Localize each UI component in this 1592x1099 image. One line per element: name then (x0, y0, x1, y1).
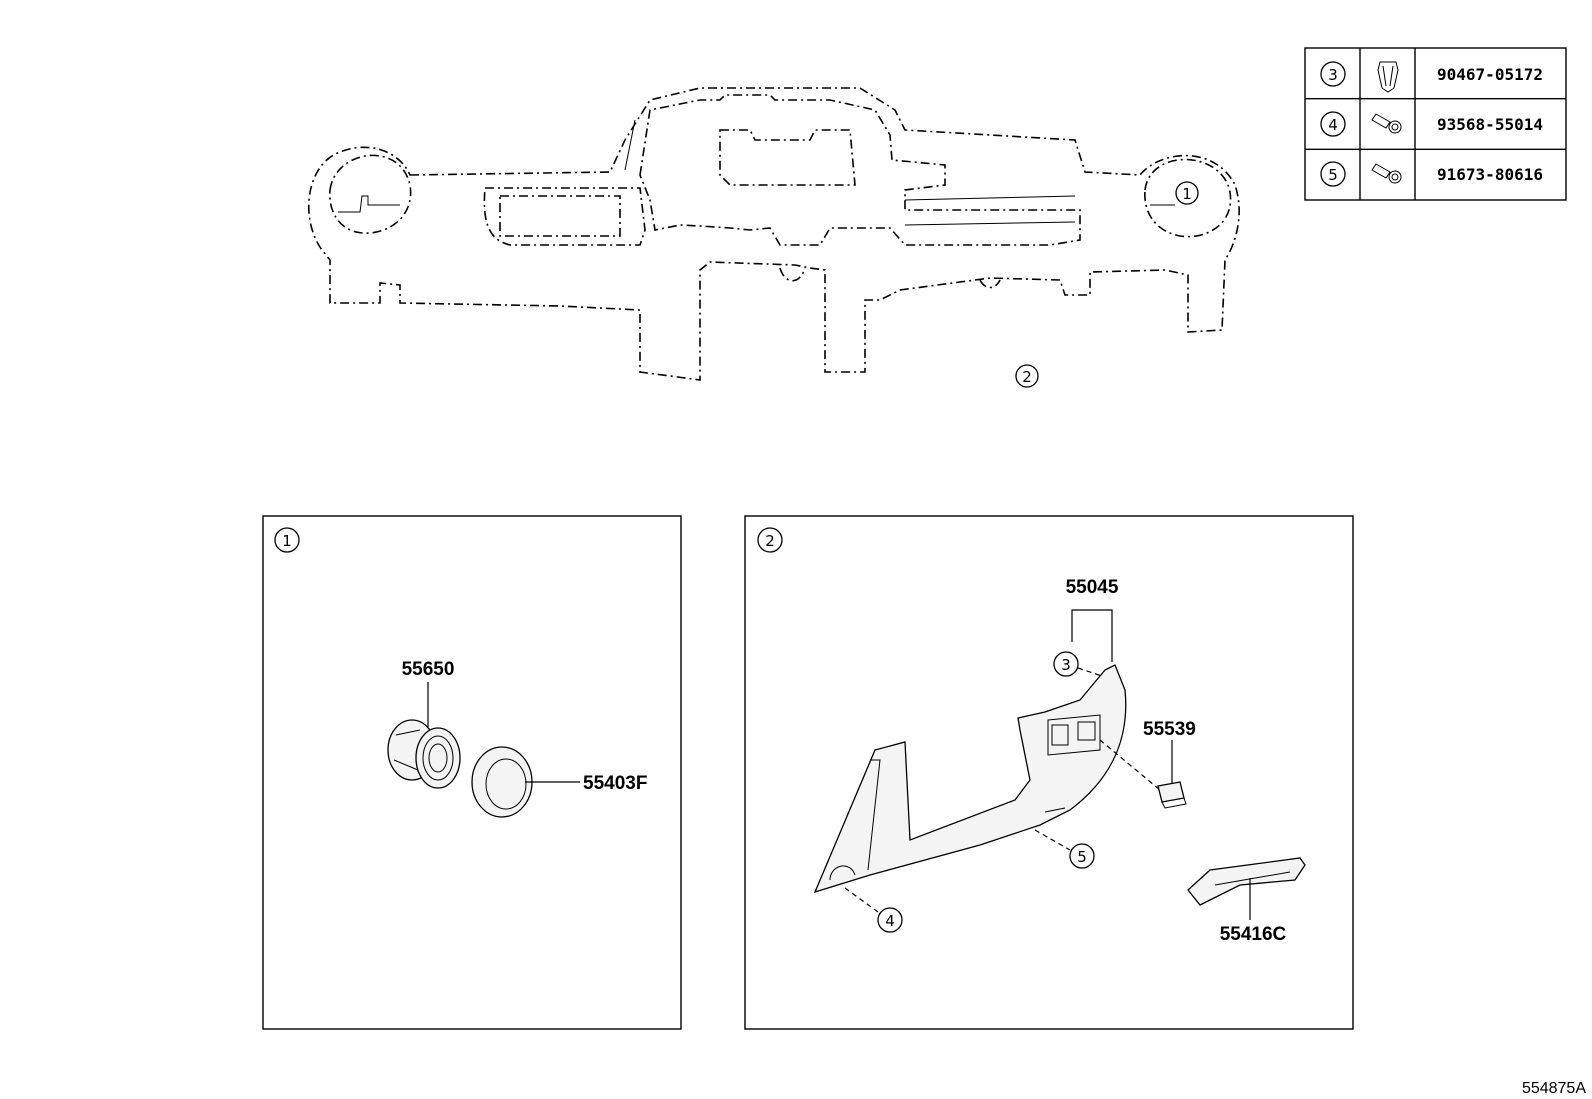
trim-part-icon (1187, 857, 1306, 906)
table-part-no-3: 91673-80616 (1437, 165, 1543, 184)
detail-panel-1: 1 55650 55403F (262, 515, 682, 1030)
panel-2-callout-5: 5 (1077, 848, 1087, 866)
overview-callout-1: 1 (1182, 185, 1192, 203)
knob-part-icon (387, 719, 461, 789)
lower-panel-part-icon (813, 664, 1127, 894)
part-label-55045: 55045 (1066, 577, 1119, 598)
part-label-55416C: 55416C (1220, 924, 1287, 945)
clip-icon (1377, 61, 1399, 93)
table-ref-4: 4 (1328, 116, 1338, 134)
overview-callout-2: 2 (1022, 368, 1032, 386)
clip-part-icon (1157, 781, 1187, 809)
part-label-55650: 55650 (402, 659, 455, 680)
part-label-55403F: 55403F (583, 773, 647, 794)
panel-2-callout-3: 3 (1061, 656, 1071, 674)
detail-panel-2: 2 55045 3 55539 5 4 (744, 515, 1354, 1030)
table-part-no-2: 93568-55014 (1437, 115, 1543, 134)
screw-icon (1371, 113, 1402, 134)
table-ref-3: 3 (1328, 66, 1338, 84)
instrument-panel-overview: 1 2 (307, 87, 1240, 388)
table-ref-5: 5 (1328, 166, 1338, 184)
fasteners-table: 3 90467-05172 4 93568-55014 5 91673-8061… (1304, 47, 1567, 201)
part-label-55539: 55539 (1143, 719, 1196, 740)
panel-2-tag: 2 (765, 532, 775, 550)
table-part-no-1: 90467-05172 (1437, 65, 1543, 84)
panel-1-tag: 1 (282, 532, 292, 550)
screw-icon (1371, 163, 1402, 184)
panel-2-callout-4: 4 (885, 912, 895, 930)
illustration-code: 554875A (1522, 1080, 1586, 1097)
ring-part-icon (471, 746, 533, 818)
